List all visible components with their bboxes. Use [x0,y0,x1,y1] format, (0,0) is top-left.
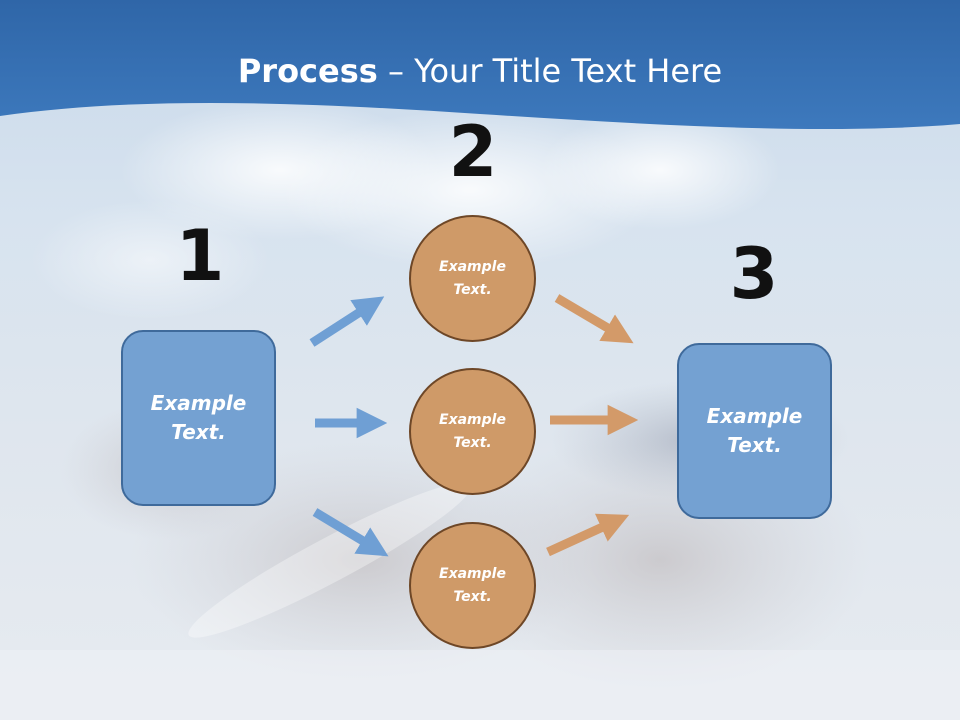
title-bold: Process [237,52,378,90]
arrow-2-to-3-top [554,294,634,344]
step-3-box: Example Text. [677,343,832,519]
step-3-number: 3 [729,233,779,315]
page-title: Process – Your Title Text Here [0,52,960,90]
arrow-1-to-2-bottom [312,508,389,557]
step-2-number: 2 [448,111,498,193]
step-1-box: Example Text. [121,330,276,506]
title-rest: – Your Title Text Here [377,52,723,90]
arrow-1-to-2-top [309,296,385,347]
step-2-circle-bottom: Example Text. [409,522,536,649]
step-2-circle-middle: Example Text. [409,368,536,495]
step-1-number: 1 [175,215,225,297]
arrow-2-to-3-bottom [546,513,630,557]
step-2-circle-top: Example Text. [409,215,536,342]
